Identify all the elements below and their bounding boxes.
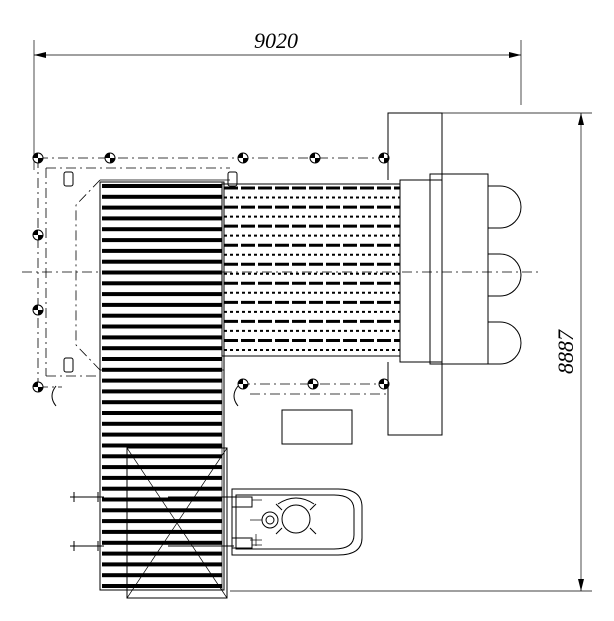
lower-frame [70,447,234,599]
press-machine [387,112,522,436]
conveyor-slat [102,465,222,470]
width-dimension: 9020 [33,28,522,170]
conveyor-slat [102,184,222,188]
conveyor-slat [102,227,222,232]
fence-post-marker [378,152,390,164]
left-slat-conveyor [99,181,225,591]
conveyor-slat [102,443,222,448]
conveyor-slat [102,335,222,340]
right-conveyor-rollers [224,186,400,351]
fence-post-marker [32,304,44,316]
conveyor-slat [102,400,222,405]
fence-post-marker [32,152,44,164]
fence-post-marker [104,152,116,164]
width-dimension-label: 9020 [254,28,298,53]
robot-cell [231,488,363,556]
conveyor-slat [102,551,222,556]
conveyor-slat [102,519,222,524]
conveyor-slat [102,378,222,383]
conveyor-slat [102,357,222,361]
conveyor-slat [102,529,222,534]
conveyor-slat [102,475,222,480]
fence-post-marker [309,152,321,164]
conveyor-slat [102,421,222,426]
inner-hopper [75,179,230,371]
conveyor-slat [102,454,222,459]
conveyor-slat [102,238,222,243]
conveyor-slat [102,508,222,513]
conveyor-slat [102,216,222,221]
conveyor-slat [102,292,222,297]
conveyor-slat [102,324,222,329]
fence-post-marker [237,152,249,164]
fence-post-marker [32,229,44,241]
conveyor-slat [102,194,222,199]
conveyor-slat [102,259,222,264]
control-cabinet [281,409,353,445]
conveyor-slat [102,573,222,578]
conveyor-slat [102,497,222,502]
height-dimension-label: 8887 [553,329,578,374]
right-roller-conveyor [221,183,401,357]
fence-post-marker [378,378,390,390]
conveyor-slat [102,205,222,210]
conveyor-slat [102,270,222,275]
conveyor-slat [102,486,222,491]
conveyor-slat [102,346,222,351]
conveyor-slat [102,432,222,437]
conveyor-slat [102,584,222,588]
conveyor-slat [102,367,222,372]
corner-brackets [51,171,239,407]
conveyor-slat [102,411,222,415]
fence-markers [32,152,390,393]
conveyor-slat [102,313,222,318]
left-conveyor-slats [102,184,222,588]
fence-post-marker [32,381,44,393]
conveyor-slat [102,540,222,545]
fence-post-marker [237,378,249,390]
conveyor-slat [102,281,222,286]
fence-post-marker [307,378,319,390]
height-dimension: 8887 [230,112,592,592]
conveyor-slat [102,562,222,567]
conveyor-slat [102,248,222,253]
conveyor-slat [102,389,222,394]
conveyor-slat [102,302,222,307]
